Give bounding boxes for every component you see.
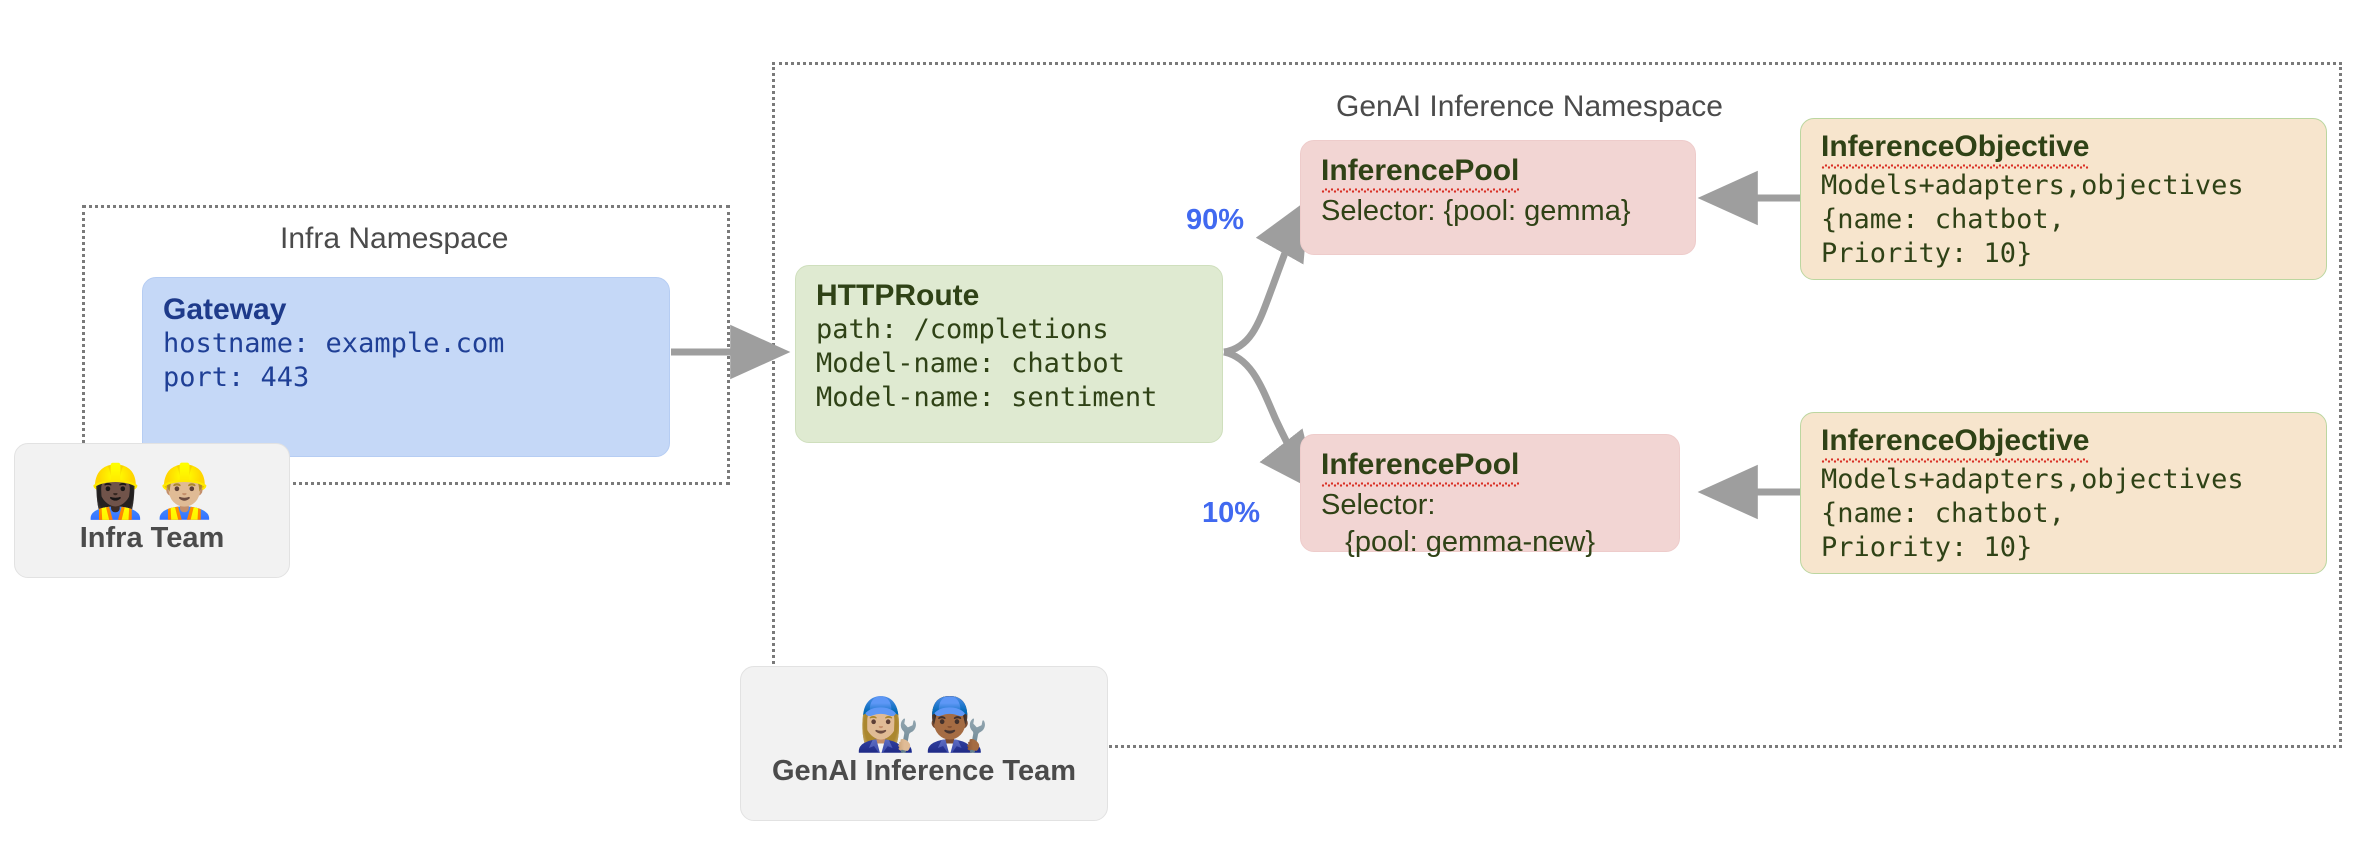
inferenceobjective-top-title-text: InferenceObjective: [1821, 130, 2090, 170]
httproute-model-name-chatbot: Model-name: chatbot: [816, 348, 1125, 380]
inferenceobjective-bottom-title-text: InferenceObjective: [1821, 424, 2090, 464]
namespace-genai-title: GenAI Inference Namespace: [1336, 90, 1723, 123]
inferenceobjective-top-title: InferenceObjective: [1821, 129, 2308, 170]
team-card-infra[interactable]: 👷🏿‍♀️👷🏼‍♂️ Infra Team: [14, 443, 290, 578]
resource-inferencepool-gemma[interactable]: InferencePool Selector: {pool: gemma}: [1300, 140, 1696, 255]
gateway-title: Gateway: [163, 293, 287, 326]
inferenceobjective-bottom-models: Models+adapters,objectives: [1821, 464, 2244, 496]
namespace-genai: [772, 62, 2342, 748]
team-card-genai[interactable]: 👩🏼‍🔧👨🏾‍🔧 GenAI Inference Team: [740, 666, 1108, 821]
resource-gateway[interactable]: Gateway hostname: example.com port: 443: [142, 277, 670, 457]
namespace-infra-title: Infra Namespace: [280, 222, 509, 255]
inferencepool-gemma-new-title: InferencePool: [1321, 447, 1661, 488]
namespace-infra: [82, 205, 730, 485]
inferenceobjective-top-name: {name: chatbot,: [1821, 204, 2065, 236]
resource-inferencepool-gemma-new[interactable]: InferencePool Selector: {pool: gemma-new…: [1300, 434, 1680, 558]
inferencepool-gemma-title-text: InferencePool: [1321, 154, 1520, 194]
genai-team-label: GenAI Inference Team: [771, 755, 1077, 787]
gateway-hostname: hostname: example.com: [163, 328, 505, 360]
gateway-port: port: 443: [163, 362, 310, 394]
resource-httproute[interactable]: HTTPRoute path: /completions Model-name:…: [795, 265, 1223, 443]
inferenceobjective-bottom-title: InferenceObjective: [1821, 423, 2308, 464]
inferencepool-gemma-new-selector: Selector:: [1321, 489, 1436, 522]
genai-team-avatars: 👩🏼‍🔧👨🏾‍🔧: [855, 695, 993, 755]
resource-inferenceobjective-top[interactable]: InferenceObjective Models+adapters,objec…: [1800, 118, 2327, 280]
infra-team-avatars: 👷🏿‍♀️👷🏼‍♂️: [83, 462, 221, 522]
edge-label-90-percent: 90%: [1186, 204, 1245, 236]
inferencepool-gemma-new-selector-value: {pool: gemma-new}: [1321, 525, 1596, 558]
edge-label-10-percent: 10%: [1202, 497, 1261, 529]
httproute-model-name-sentiment: Model-name: sentiment: [816, 382, 1158, 414]
inferenceobjective-bottom-name: {name: chatbot,: [1821, 498, 2065, 530]
inferencepool-gemma-new-title-text: InferencePool: [1321, 448, 1520, 488]
inferencepool-gemma-selector: Selector: {pool: gemma}: [1321, 195, 1631, 228]
httproute-title: HTTPRoute: [816, 279, 980, 312]
resource-inferenceobjective-bottom[interactable]: InferenceObjective Models+adapters,objec…: [1800, 412, 2327, 574]
inferencepool-gemma-title: InferencePool: [1321, 153, 1677, 194]
inferenceobjective-top-priority: Priority: 10}: [1821, 238, 2033, 270]
inferenceobjective-top-models: Models+adapters,objectives: [1821, 170, 2244, 202]
httproute-path: path: /completions: [816, 314, 1109, 346]
infra-team-label: Infra Team: [79, 522, 225, 554]
inferenceobjective-bottom-priority: Priority: 10}: [1821, 532, 2033, 564]
